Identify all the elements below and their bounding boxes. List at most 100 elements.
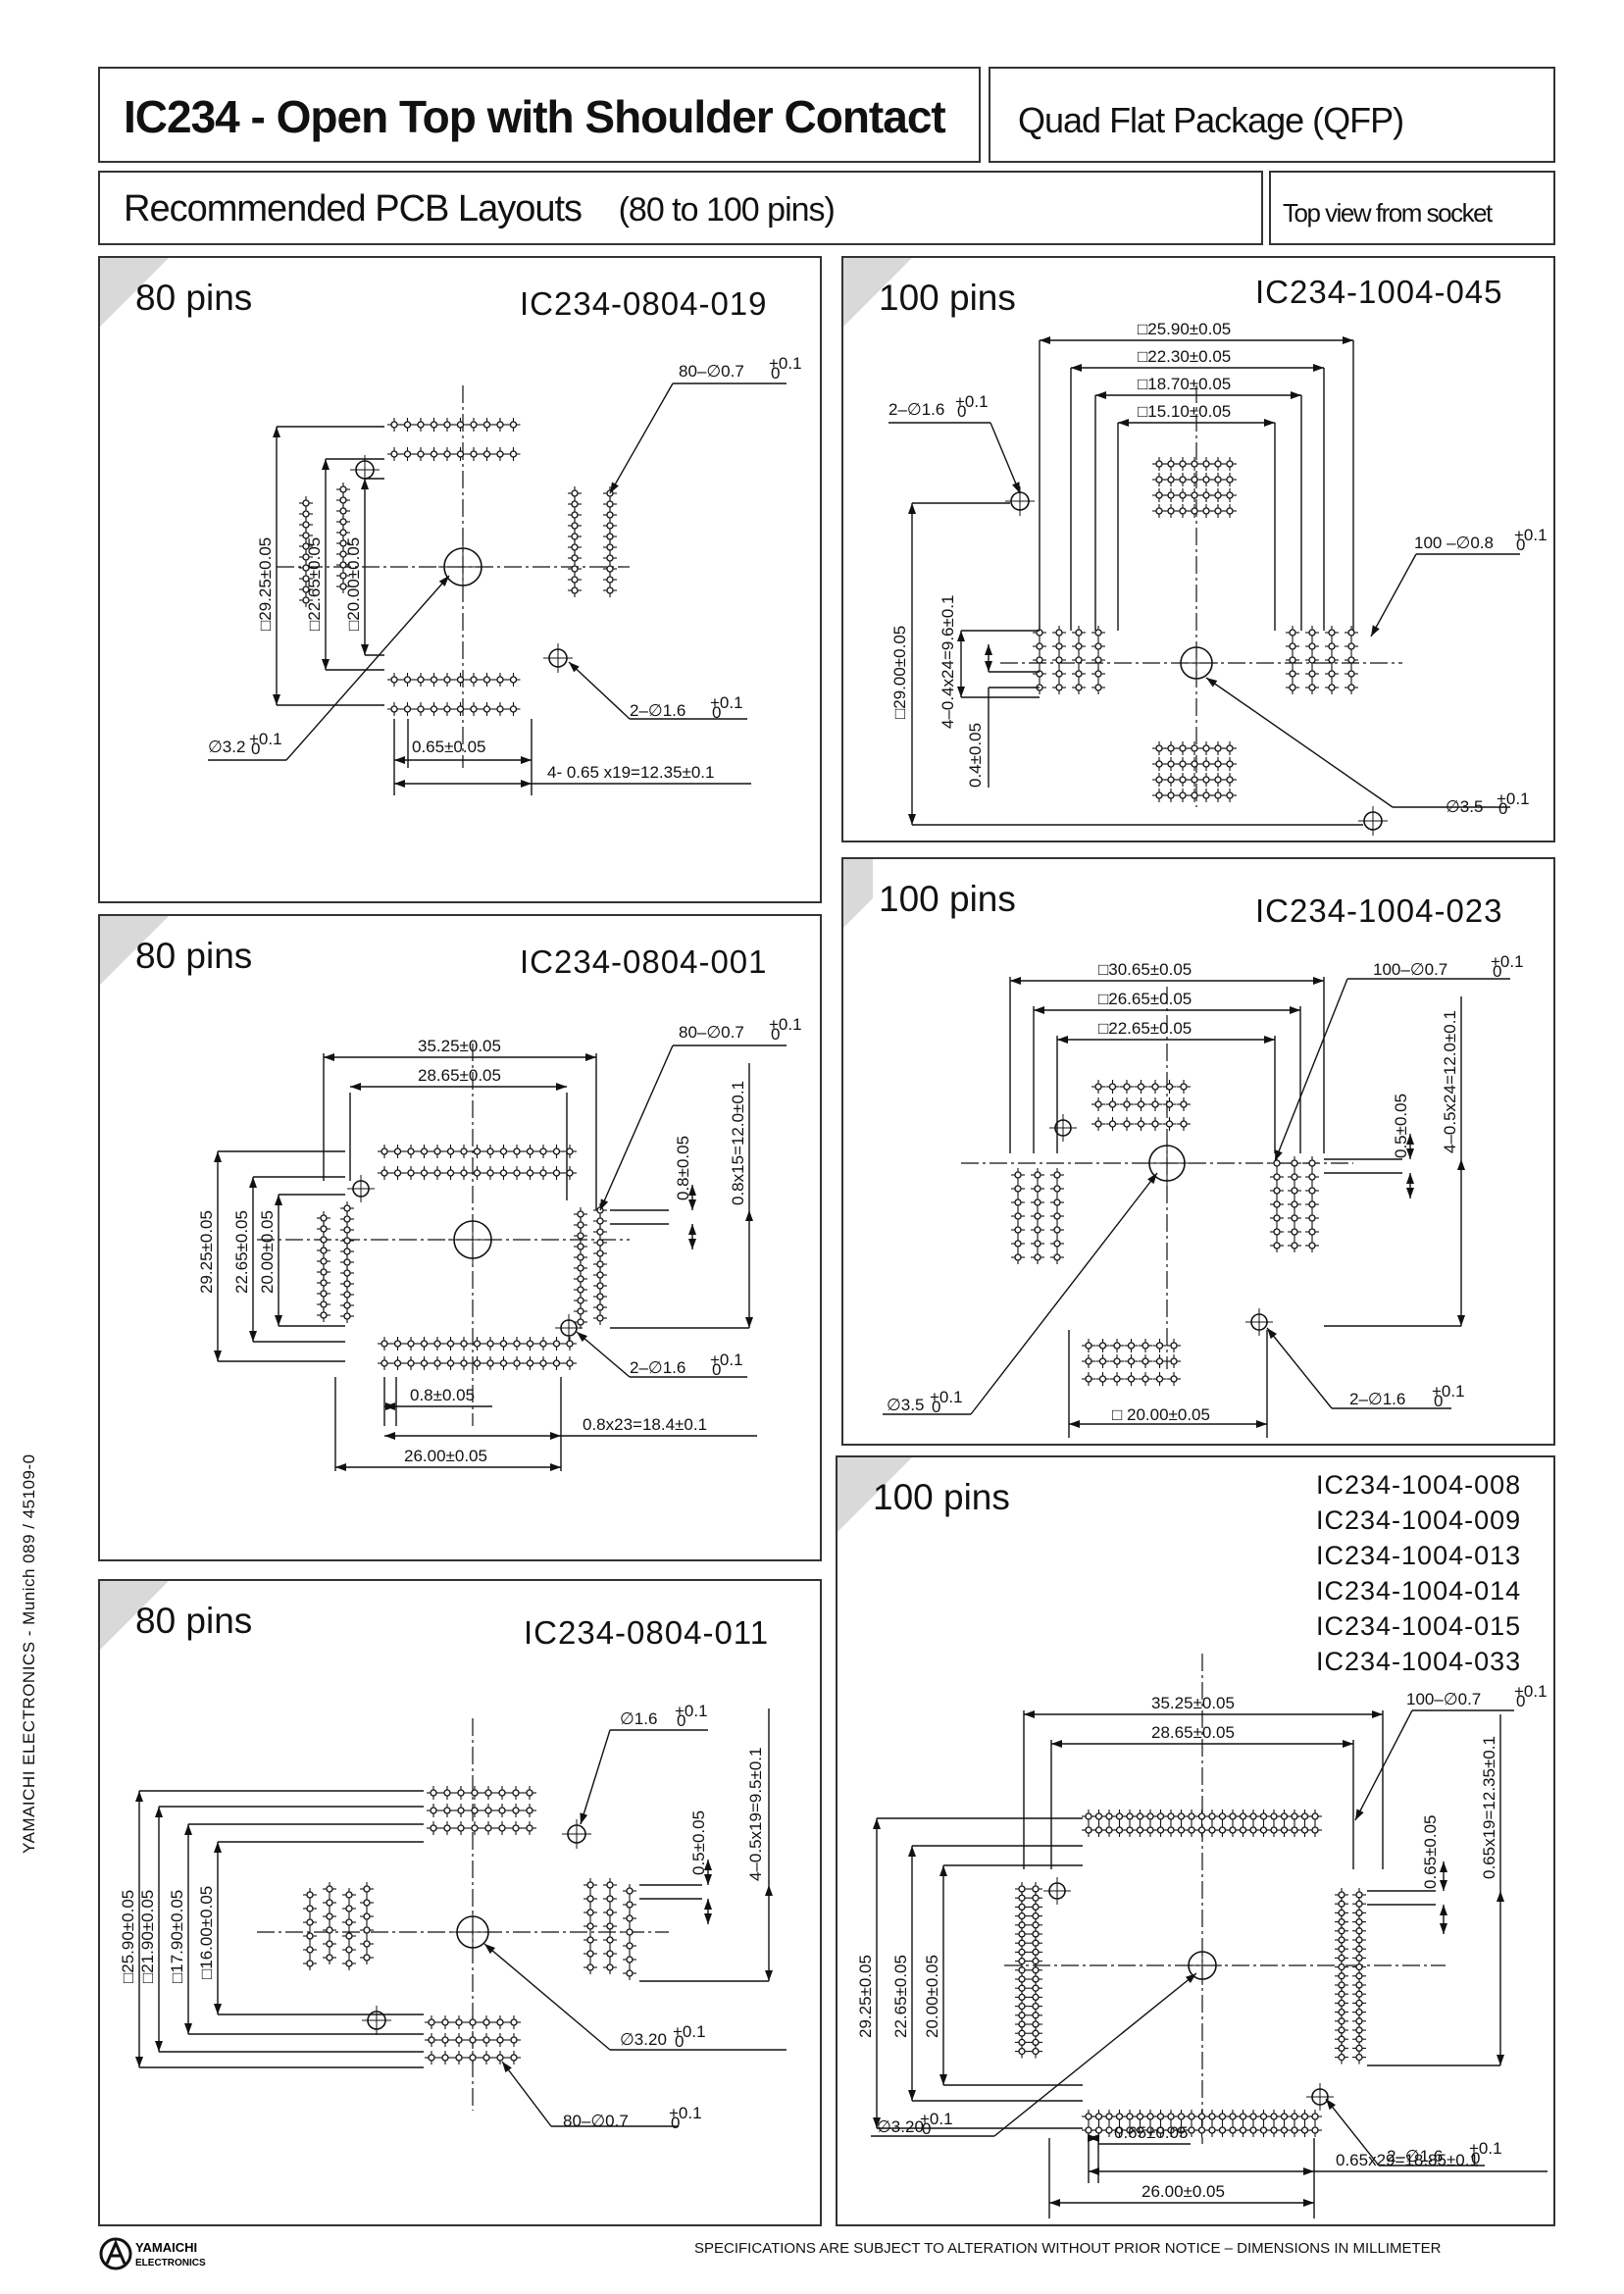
pad [1167,1812,1175,1820]
pad [1085,1812,1092,1820]
pad [343,1204,351,1212]
pad [606,1881,614,1889]
arrow-head [394,780,405,788]
dim-label: □29.25±0.05 [256,537,275,631]
pad [1032,1930,1040,1938]
pad [626,1901,634,1909]
pad [1214,760,1222,768]
pad [496,450,504,458]
pad [1308,1173,1316,1181]
pad [1032,2002,1040,2011]
pad [320,1311,328,1319]
pad [1289,656,1296,664]
pad [1280,2113,1289,2120]
pad [320,1268,328,1276]
pad [1338,2026,1345,2034]
pad [1308,1159,1316,1167]
pad [1032,2047,1040,2056]
dim-label: 4- 0.65 x19=12.35±0.1 [547,763,715,782]
arrow-head [704,1899,712,1910]
dim-line [1370,553,1417,637]
pad [1311,1826,1319,1834]
pad [1347,629,1355,637]
pad [1355,2008,1363,2016]
yamaichi-logo-icon: YAMAICHI ELECTRONICS [99,2237,206,2270]
pad [1191,791,1198,799]
arrow-head [765,1970,773,1981]
pad [1338,1999,1345,2008]
dim-label: ∅3.20 [877,2117,924,2136]
package-type-box: Quad Flat Package (QFP) [989,67,1555,163]
arrow-head [1343,1740,1353,1748]
arrow-head [600,1198,609,1210]
pad [470,676,478,684]
arrow-head [908,503,916,514]
arrow-head [688,1185,696,1196]
pad [1214,460,1222,468]
pad [343,1280,351,1288]
pad [443,1789,451,1797]
pad [1308,1242,1316,1249]
pad [441,2018,449,2026]
pad [345,1932,353,1940]
pad [1151,1120,1159,1128]
pad [1155,776,1163,784]
pad [1229,2113,1237,2120]
pad [456,676,465,684]
pad [1188,2113,1195,2120]
pad [1055,642,1063,650]
pad [430,1824,437,1832]
pad [1300,2113,1309,2120]
pad [1105,1812,1113,1820]
pad [345,1905,353,1912]
dim-label: 0.5±0.05 [1392,1094,1410,1158]
dim-label: 20.00±0.05 [258,1210,277,1294]
pad [1273,1187,1281,1195]
pad [1355,1891,1363,1899]
pad [430,421,438,429]
pad [482,2018,490,2026]
tolerance-lower: 0 [712,703,721,722]
dim-label: 4–0.5x19=9.5±0.1 [746,1748,765,1881]
pad [586,1922,594,1930]
pad [1291,1159,1298,1167]
arrow-head [704,1860,712,1870]
arrow-head [1440,1905,1447,1915]
pad [363,1912,371,1920]
dim-label: 28.65±0.05 [1151,1723,1235,1742]
arrow-head [275,1315,282,1326]
arrow-head [908,814,916,825]
pin-range: (80 to 100 pins) [618,191,836,229]
pad [343,1226,351,1234]
pad [1085,2113,1092,2120]
dim-label: □17.90±0.05 [168,1890,186,1983]
pad [1167,776,1175,784]
pad [1094,656,1102,664]
arrow-head [1089,2167,1099,2175]
pad [339,485,347,493]
pad [381,1169,388,1177]
pad [586,1881,594,1889]
dim-label: □16.00±0.05 [197,1886,216,1979]
pad [1123,1100,1131,1108]
pad [1273,1200,1281,1208]
arrow-head [135,1791,143,1802]
pad [1239,1826,1247,1834]
pad [513,1340,521,1348]
pad [1328,642,1336,650]
pad [626,1928,634,1936]
pad [1273,1173,1281,1181]
pad [1105,2113,1113,2120]
pad [571,489,579,497]
pad [1273,1214,1281,1222]
pad [1108,1100,1117,1108]
tolerance-upper: +0.1 [955,392,989,411]
tolerance-upper: +0.1 [673,2022,706,2041]
pad [446,1340,455,1348]
pad [1155,744,1163,752]
pad [343,1258,351,1266]
dim-label: □26.65±0.05 [1098,990,1192,1008]
pad [1032,1912,1040,1920]
arrow-head [1303,2199,1314,2207]
pad [1126,1826,1134,1834]
